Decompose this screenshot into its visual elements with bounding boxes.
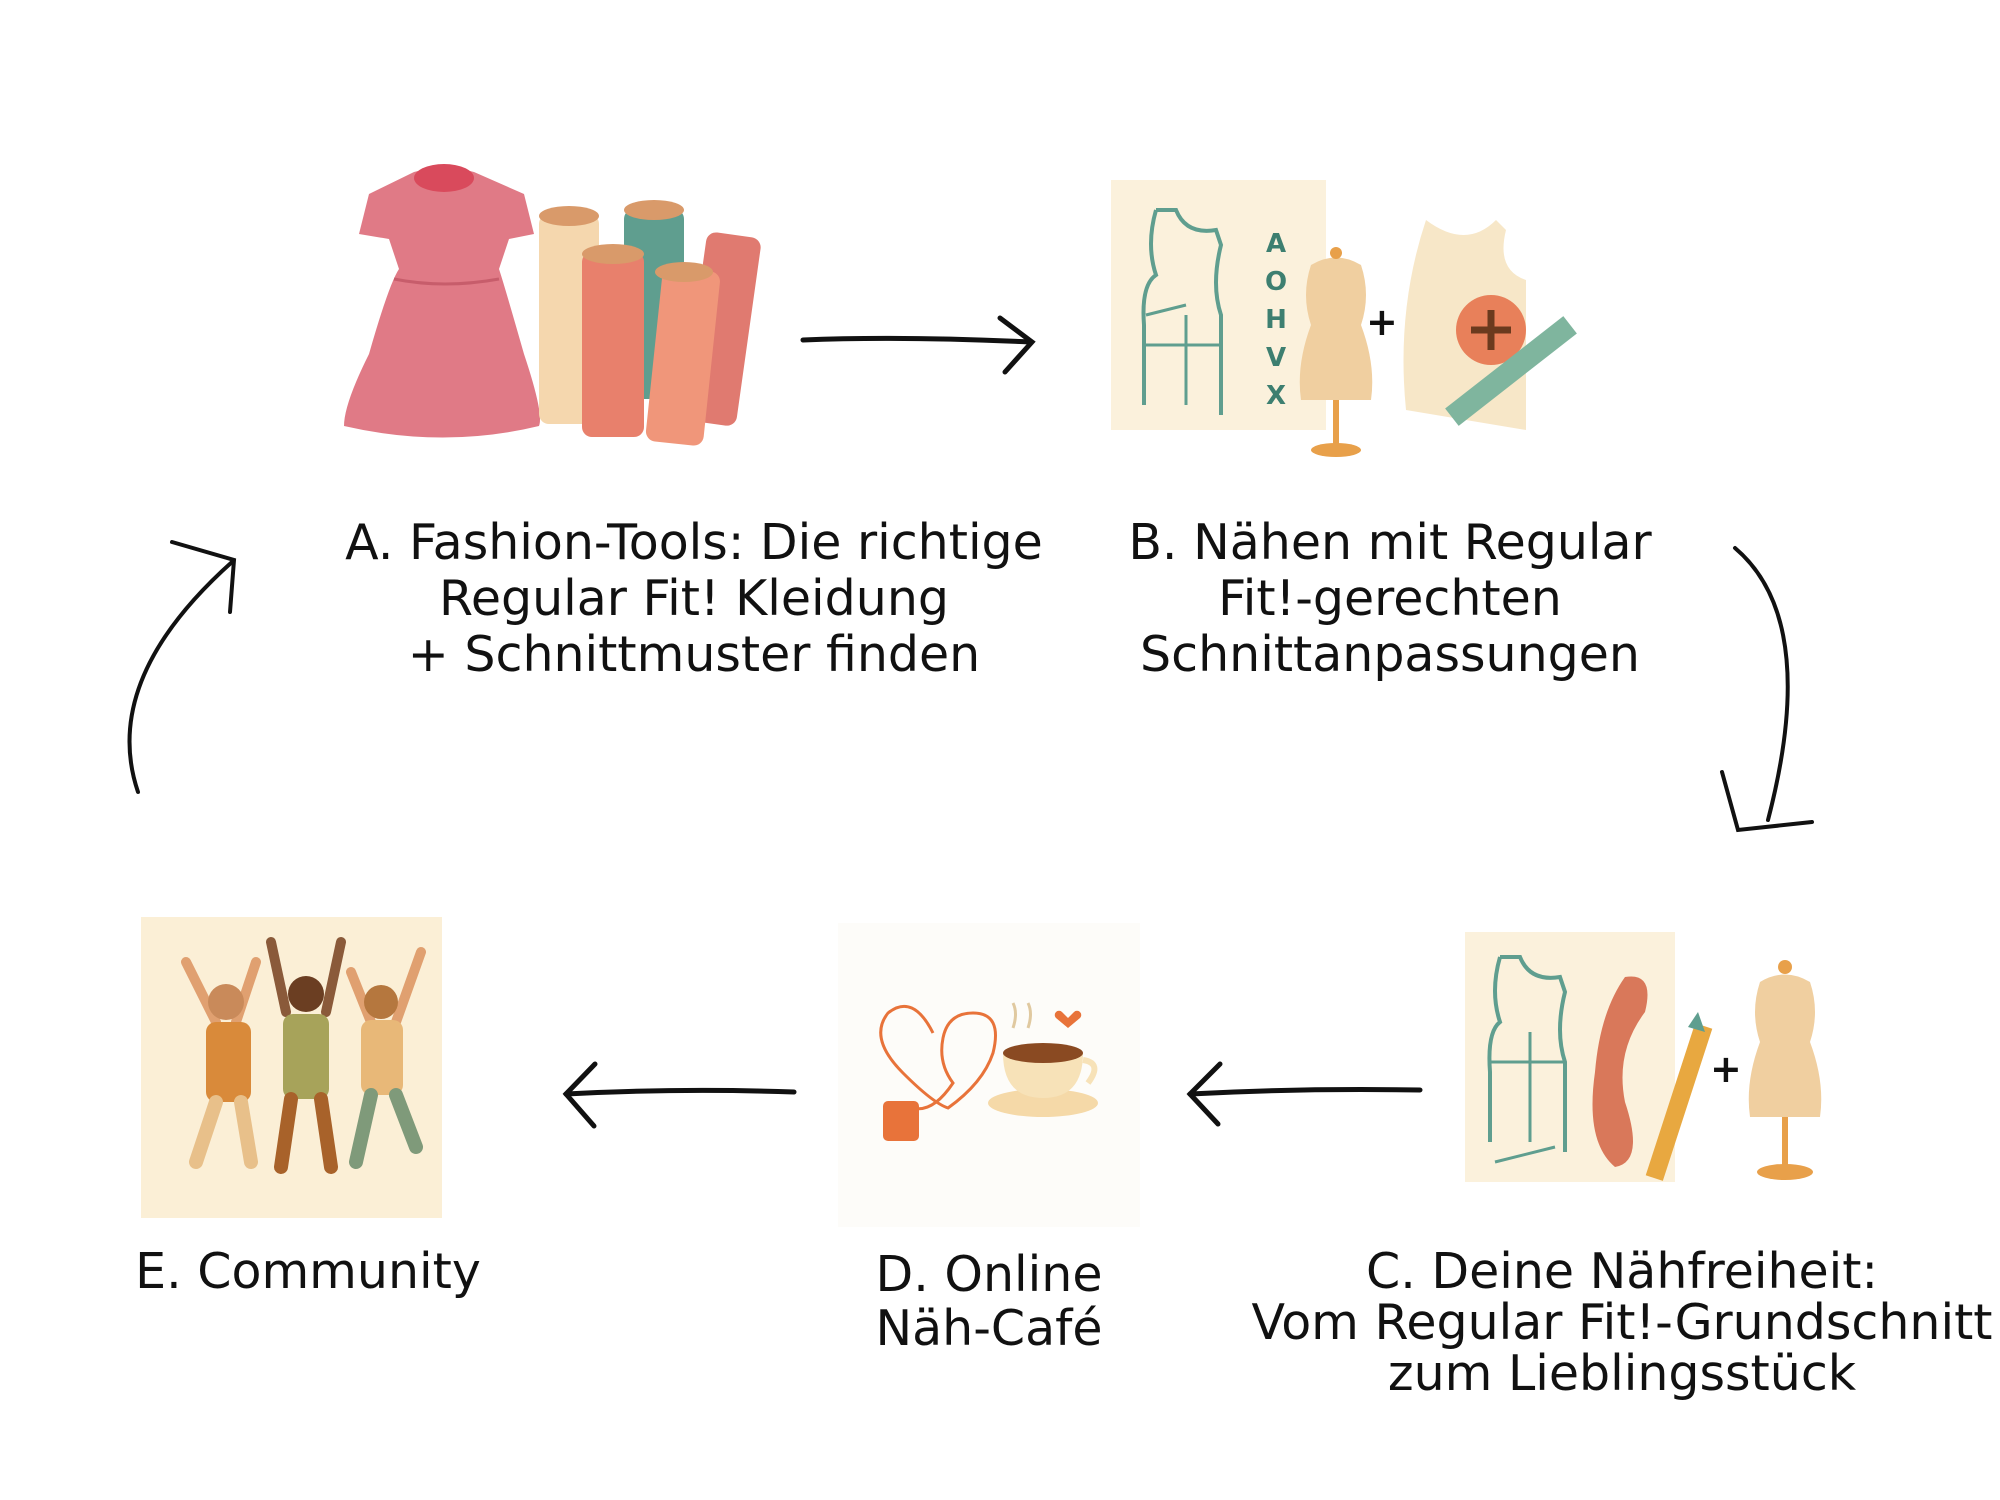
bodice-pattern-icon	[1487, 955, 1568, 1164]
pattern-adjustment-illustration: A O H V X +	[1111, 180, 1593, 460]
dress-icon	[344, 164, 540, 438]
size-letter: X	[1265, 381, 1287, 411]
label-line: zum Lieblingsstück	[1387, 1345, 1857, 1402]
label-line: C. Deine Nähfreiheit:	[1366, 1243, 1878, 1300]
fabric-rolls-icon	[539, 200, 761, 446]
label-line: Schnittanpassungen	[1140, 626, 1640, 683]
label-line: Regular Fit! Kleidung	[438, 570, 950, 627]
dress-form-icon	[1299, 247, 1373, 457]
step-c-label: C. Deine Nähfreiheit: Vom Regular Fit!-G…	[1251, 1246, 1992, 1399]
step-a-label: A. Fashion-Tools: Die richtige Regular F…	[345, 515, 1043, 683]
size-letter: A	[1265, 229, 1287, 259]
step-b-label: B. Nähen mit Regular Fit!-gerechten Schn…	[1128, 515, 1651, 683]
step-d-label: D. Online Näh-Café	[875, 1248, 1102, 1356]
label-line: A. Fashion-Tools: Die richtige	[345, 514, 1043, 571]
french-curve-icon	[1592, 976, 1648, 1167]
fashion-tools-illustration	[344, 164, 761, 446]
thread-heart-icon	[879, 1004, 997, 1141]
community-illustration	[141, 917, 442, 1218]
coffee-cup-icon	[988, 1002, 1098, 1117]
bodice-with-ruler-icon	[1403, 220, 1577, 430]
label-line: B. Nähen mit Regular	[1128, 514, 1652, 571]
label-line: E. Community	[135, 1243, 481, 1300]
label-line: D. Online	[875, 1246, 1103, 1303]
plus-sign: +	[1366, 300, 1398, 344]
label-line: Vom Regular Fit!-Grundschnitt	[1251, 1294, 1993, 1351]
plus-sign: +	[1710, 1047, 1742, 1091]
dress-form-icon	[1748, 960, 1822, 1180]
pencil-icon	[1645, 1012, 1713, 1181]
label-line: + Schnittmuster finden	[407, 626, 981, 683]
label-line: Fit!-gerechten	[1218, 570, 1562, 627]
online-sewing-cafe-illustration	[838, 923, 1140, 1227]
size-letter: V	[1265, 343, 1287, 373]
jumping-people-icon	[181, 937, 426, 1174]
step-e-label: E. Community	[135, 1244, 481, 1300]
bodice-pattern-icon	[1141, 208, 1224, 415]
label-line: Näh-Café	[875, 1300, 1103, 1357]
sewing-freedom-illustration: +	[1465, 932, 1831, 1192]
size-letter: O	[1264, 267, 1288, 297]
pattern-card	[1465, 932, 1675, 1182]
size-letter: H	[1265, 305, 1287, 335]
